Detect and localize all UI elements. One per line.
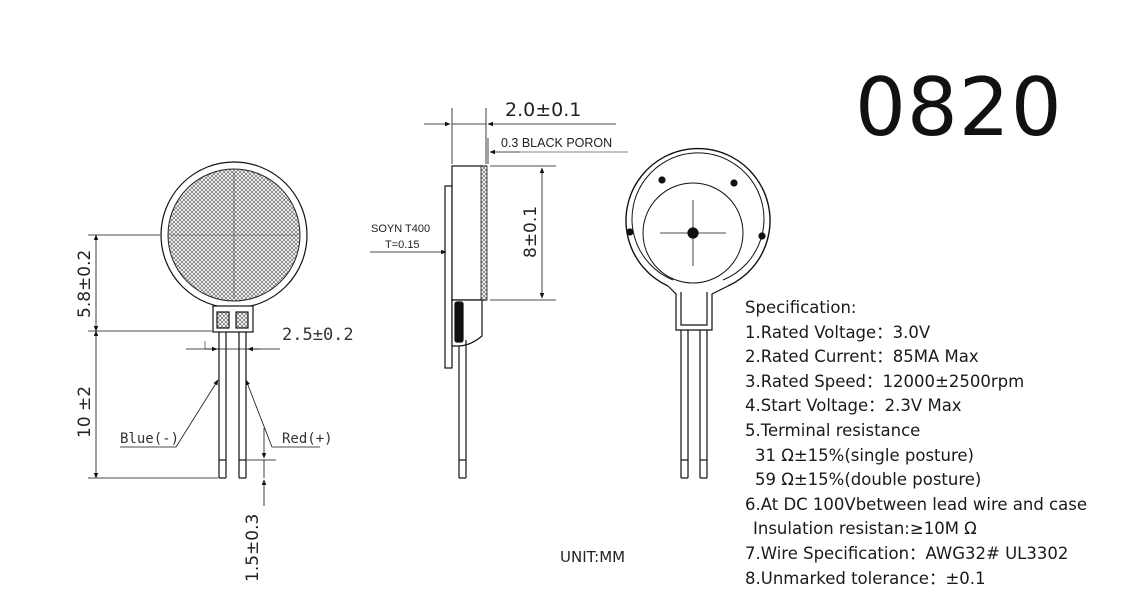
spec-start-voltage: 4.Start Voltage：2.3V Max — [745, 396, 962, 416]
spec-dc-test: 6.At DC 100Vbetween lead wire and case — [745, 494, 1087, 514]
back-view — [625, 147, 771, 479]
spec-resistance-double: 59 Ω±15%(double posture) — [755, 470, 982, 490]
poron-label: 0.3 BLACK PORON — [501, 136, 612, 150]
unit-label: UNIT:MM — [560, 548, 626, 566]
body-height-label: 5.8±0.2 — [75, 250, 95, 318]
spec-heading: Specification: — [745, 298, 857, 317]
model-number: 0820 — [855, 61, 1063, 154]
label-thickness-text: T=0.15 — [385, 239, 420, 251]
lead-spacing-label: 2.5±0.2 — [282, 325, 354, 345]
spec-insulation: Insulation resistan:≥10M Ω — [753, 519, 977, 539]
side-height-label: 8±0.1 — [521, 206, 541, 258]
tip-length-label: 1.5±0.3 — [243, 514, 263, 582]
specification-block: Specification: 1.Rated Voltage：3.0V 2.Ra… — [745, 296, 1087, 591]
lead-length-label: 10 ±2 — [75, 386, 95, 438]
spec-resistance-single: 31 Ω±15%(single posture) — [755, 445, 974, 465]
spec-wire: 7.Wire Specification：AWG32# UL3302 — [745, 543, 1069, 563]
front-view — [88, 161, 320, 506]
spec-tolerance: 8.Unmarked tolerance：±0.1 — [745, 568, 986, 588]
red-lead-label: Red(+) — [282, 431, 333, 447]
spec-rated-current: 2.Rated Current：85MA Max — [745, 347, 979, 367]
spec-rated-voltage: 1.Rated Voltage：3.0V — [745, 322, 931, 342]
spec-rated-speed: 3.Rated Speed：12000±2500rpm — [745, 371, 1025, 391]
label-material-text: SOYN T400 — [371, 223, 430, 235]
side-view — [370, 108, 628, 479]
spec-terminal-resistance: 5.Terminal resistance — [745, 420, 921, 440]
blue-lead-label: Blue(-) — [120, 431, 179, 447]
thickness-label: 2.0±0.1 — [505, 99, 581, 121]
